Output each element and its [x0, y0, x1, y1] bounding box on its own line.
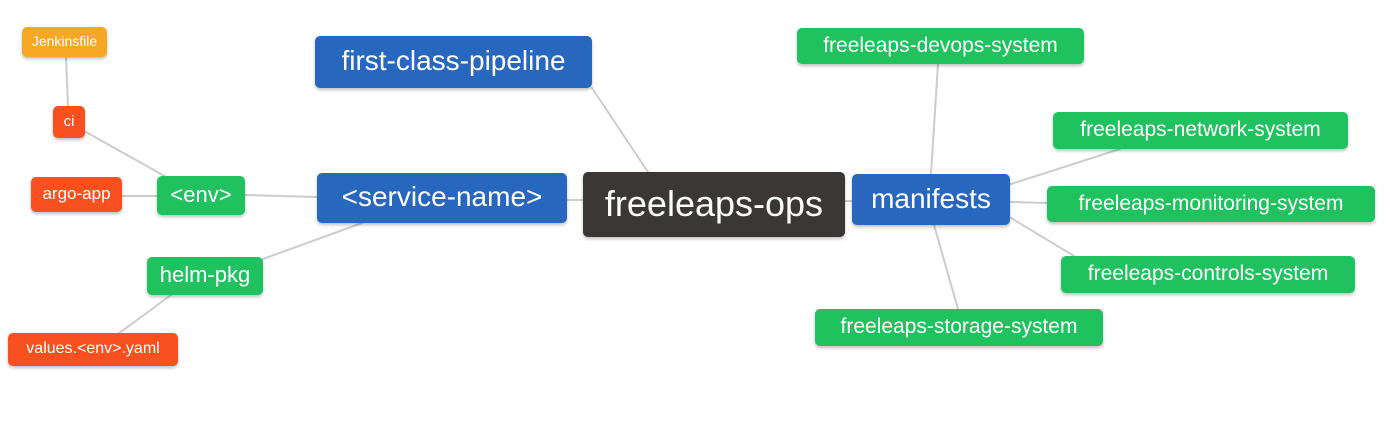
node-label: manifests — [871, 182, 991, 214]
node-env[interactable]: <env> — [157, 176, 245, 215]
node-label: first-class-pipeline — [341, 45, 566, 76]
edge-env-to-service-name — [244, 194, 318, 198]
node-label: <service-name> — [341, 181, 543, 212]
node-label: helm-pkg — [159, 262, 251, 287]
node-freeleaps-monitoring-system[interactable]: freeleaps-monitoring-system — [1047, 186, 1375, 222]
edge-first-class-pipeline-to-freeleaps-ops — [591, 87, 649, 173]
node-helm-pkg[interactable]: helm-pkg — [147, 257, 263, 295]
edge-manifests-to-freeleaps-devops-system — [930, 63, 939, 175]
node-label: Jenkinsfile — [31, 33, 98, 49]
node-jenkinsfile[interactable]: Jenkinsfile — [22, 27, 107, 57]
edge-manifests-to-freeleaps-monitoring-system — [1010, 201, 1048, 204]
node-label: values.<env>.yaml — [26, 339, 160, 357]
node-freeleaps-ops[interactable]: freeleaps-ops — [583, 172, 845, 237]
node-ci[interactable]: ci — [53, 106, 85, 138]
edge-helm-pkg-to-service-name — [262, 222, 363, 260]
node-label: freeleaps-controls-system — [1087, 262, 1329, 285]
node-first-class-pipeline[interactable]: first-class-pipeline — [315, 36, 592, 88]
node-freeleaps-controls-system[interactable]: freeleaps-controls-system — [1061, 256, 1355, 293]
node-label: freeleaps-devops-system — [823, 33, 1058, 57]
node-service-name[interactable]: <service-name> — [317, 173, 567, 223]
node-label: freeleaps-monitoring-system — [1078, 191, 1344, 215]
node-freeleaps-network-system[interactable]: freeleaps-network-system — [1053, 112, 1348, 149]
edge-manifests-to-freeleaps-network-system — [1010, 148, 1121, 185]
node-freeleaps-devops-system[interactable]: freeleaps-devops-system — [797, 28, 1084, 64]
edge-values-env-yaml-to-helm-pkg — [117, 294, 172, 335]
node-label: argo-app — [42, 184, 111, 203]
node-label: freeleaps-network-system — [1080, 118, 1321, 141]
node-label: freeleaps-storage-system — [840, 315, 1078, 338]
node-values-env-yaml[interactable]: values.<env>.yaml — [8, 333, 178, 366]
node-label: freeleaps-ops — [604, 182, 824, 224]
node-freeleaps-storage-system[interactable]: freeleaps-storage-system — [815, 309, 1103, 346]
node-manifests[interactable]: manifests — [852, 174, 1010, 225]
node-label: ci — [63, 112, 75, 130]
node-label: <env> — [170, 181, 232, 207]
edge-ci-to-env — [85, 131, 169, 179]
edge-jenkinsfile-to-ci — [65, 57, 69, 107]
edge-manifests-to-freeleaps-controls-system — [1010, 217, 1075, 257]
edge-manifests-to-freeleaps-storage-system — [933, 224, 959, 310]
node-argo-app[interactable]: argo-app — [31, 177, 122, 212]
